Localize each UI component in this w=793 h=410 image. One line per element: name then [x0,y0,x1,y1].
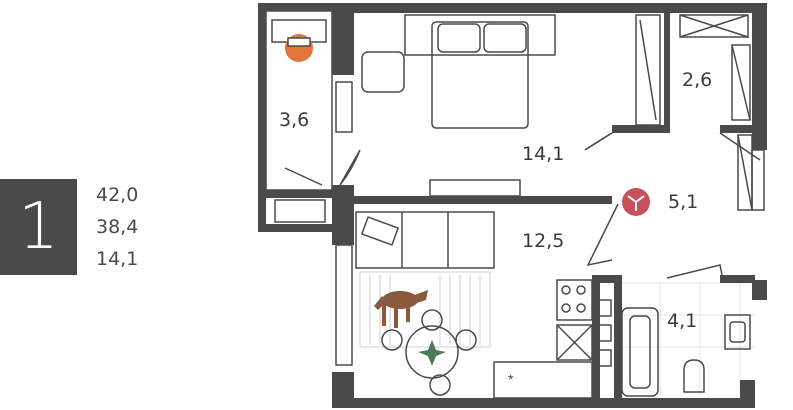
room-label-wardrobe: 2,6 [682,69,712,91]
rooms-count-badge: 1 [0,179,77,275]
room-labels: 3,6 14,1 2,6 5,1 12,5 4,1 [279,69,712,332]
walls [258,3,767,408]
room-label-balcony: 3,6 [279,109,309,131]
area-living: 38,4 [96,216,139,238]
plant-icon [418,340,446,366]
room-label-bedroom: 14,1 [522,143,564,165]
bathroom-floor-tiles [620,282,755,395]
area-room: 14,1 [96,248,139,270]
hall-marker [622,188,650,216]
kitchen-furniture: * [355,211,593,399]
room-label-bathroom: 4,1 [667,310,697,332]
area-summary: 42,0 38,4 14,1 [96,179,176,275]
balcony [265,10,333,223]
area-total: 42,0 [96,184,139,206]
room-label-kitchen: 12,5 [522,230,564,252]
svg-text:*: * [508,371,514,387]
dog-icon [374,290,428,328]
bedroom-furniture [339,14,761,279]
room-label-hall: 5,1 [668,191,698,213]
windows [335,81,765,366]
bathroom-fixtures [596,299,751,397]
rooms-count: 1 [18,190,59,264]
